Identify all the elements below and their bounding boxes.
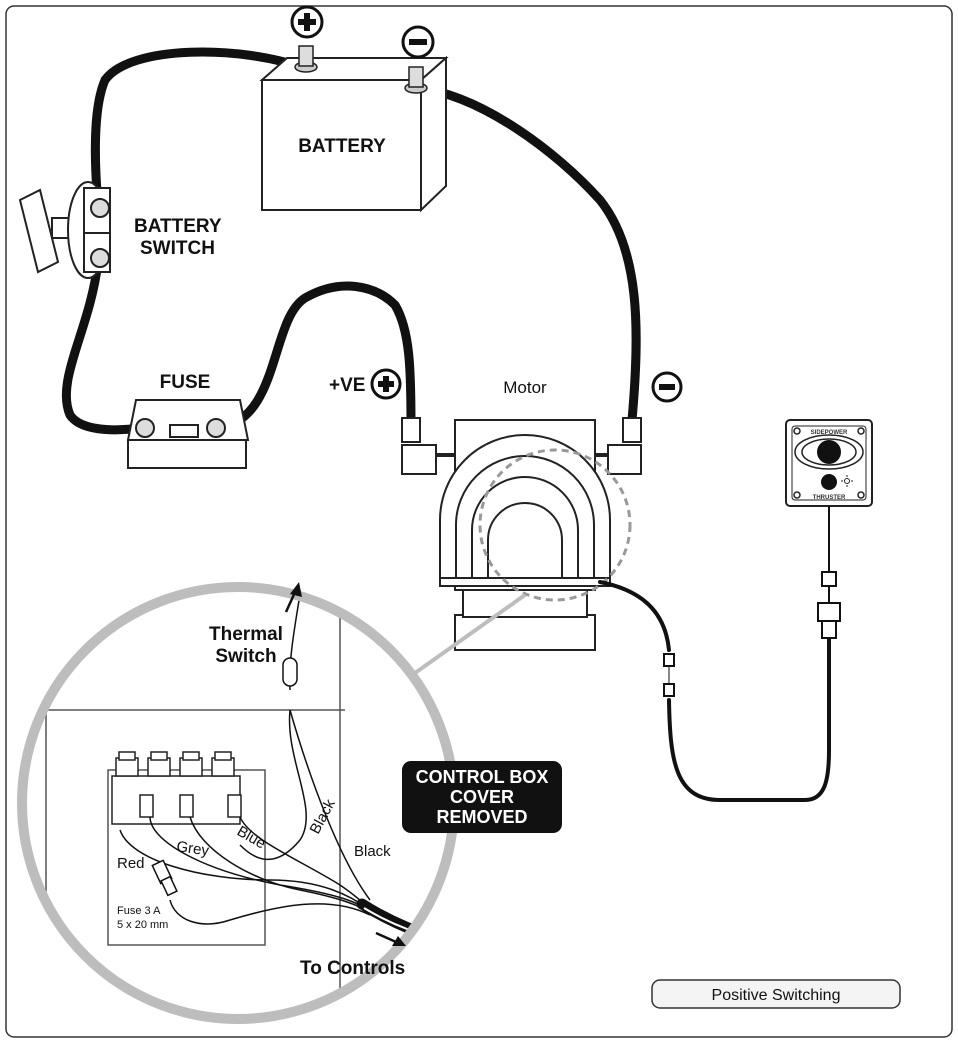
panel-cable	[817, 506, 841, 639]
panel-brand-label: SIDEPOWER	[811, 430, 848, 436]
main-cables	[61, 47, 641, 435]
motor-label: Motor	[503, 378, 547, 397]
battery-front	[261, 79, 422, 211]
minus-circle-icon	[651, 371, 683, 403]
plus-circle-icon	[290, 5, 324, 39]
magnified-view	[17, 582, 459, 1024]
battery-side	[420, 55, 447, 213]
control-box-callout: CONTROL BOX COVER REMOVED	[402, 761, 562, 833]
fuse: FUSE	[126, 372, 250, 469]
cable-plugs	[663, 653, 675, 697]
wire-red-label: Red	[117, 855, 145, 872]
terminal-posts	[115, 751, 235, 777]
diagram-frame	[5, 5, 953, 1038]
motor	[401, 417, 642, 651]
footer-label: Positive Switching	[712, 987, 841, 1004]
cable-battery-negative-to-motor	[413, 83, 641, 425]
battery-switch-label-2: SWITCH	[140, 238, 215, 259]
motor-outer-arch	[439, 434, 611, 586]
arrow-icon	[284, 582, 302, 613]
thermal-sensor	[282, 657, 298, 687]
motor-base	[454, 614, 596, 651]
zoom-indicator	[478, 448, 632, 602]
battery: BATTERY	[259, 45, 449, 213]
switch-handle	[18, 188, 60, 274]
wire-black-outer-label: Black	[354, 843, 391, 860]
fuse-label: FUSE	[160, 372, 211, 393]
sun-icon	[841, 475, 853, 487]
footer-badge: Positive Switching	[651, 979, 901, 1009]
motor-negative-connector	[595, 417, 642, 475]
to-controls-label: To Controls	[300, 958, 405, 979]
battery-label: BATTERY	[298, 136, 386, 157]
battery-positive-terminal	[294, 45, 318, 73]
motor-positive-connector	[401, 417, 455, 475]
callout-line-1: CONTROL BOX	[416, 767, 549, 787]
cable-fuse-to-motor-positive	[213, 281, 416, 433]
fuse-spec-label-1: Fuse 3 A	[117, 905, 161, 917]
battery-switch: BATTERY SWITCH	[18, 181, 222, 279]
terminal-sockets	[139, 794, 242, 818]
plus-circle-icon	[370, 368, 402, 400]
inline-fuse-holder	[151, 859, 178, 897]
panel-thruster-label: THRUSTER	[813, 495, 846, 501]
battery-negative-terminal	[404, 66, 428, 94]
minus-circle-icon	[401, 25, 435, 59]
callout-line-3: REMOVED	[436, 807, 527, 827]
cable-battery-positive-to-switch	[90, 47, 309, 210]
cable-switch-to-fuse	[61, 257, 145, 435]
callout-line-2: COVER	[450, 787, 514, 807]
wire-grey-label: Grey	[175, 838, 210, 859]
control-wires	[119, 587, 377, 925]
zoom-connector	[406, 593, 527, 680]
arrow-icon	[375, 931, 406, 946]
thermal-switch-label-1: Thermal	[209, 624, 283, 645]
battery-switch-label-1: BATTERY	[134, 216, 222, 237]
positive-label: +VE	[329, 375, 365, 396]
control-cable	[598, 580, 831, 802]
control-panel: SIDEPOWER THRUSTER	[785, 419, 873, 507]
thermal-switch-label-2: Switch	[215, 646, 276, 667]
fuse-spec-label-2: 5 x 20 mm	[117, 919, 168, 931]
